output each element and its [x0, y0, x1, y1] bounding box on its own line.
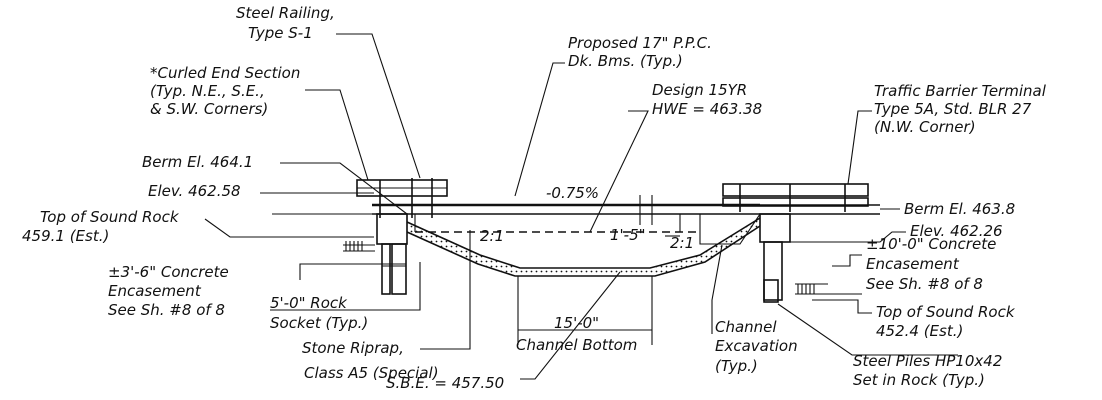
design-hwe-label-1: Design 15YR: [652, 81, 747, 99]
proposed-beams-label-2: Dk. Bms. (Typ.): [568, 52, 683, 70]
rock-socket-label-2: Socket (Typ.): [270, 314, 368, 332]
deck-slope-label: -0.75%: [546, 184, 599, 202]
channel-excavation-hatch: [699, 213, 762, 245]
slope-left-label: 2:1: [480, 227, 504, 245]
berm-right-label: Berm El. 463.8: [904, 200, 1015, 218]
design-hwe-label-2: HWE = 463.38: [652, 100, 762, 118]
leader-lines: [204, 33, 958, 380]
channel-section: [406, 214, 761, 277]
right-railing: [722, 183, 869, 212]
stone-riprap-label-1: Stone Riprap,: [302, 339, 404, 357]
elev-right-label: Elev. 462.26: [910, 222, 1003, 240]
steel-railing-label-1: Steel Railing,: [236, 4, 335, 22]
left-abutment-cap: [376, 213, 408, 245]
channel-excavation-label-3: (Typ.): [715, 357, 758, 375]
channel-bottom-label: Channel Bottom: [516, 336, 637, 354]
left-piles: [381, 243, 407, 295]
sound-rock-left-label-1: Top of Sound Rock: [40, 208, 180, 226]
channel-excavation-label-1: Channel: [715, 318, 777, 336]
sbe-label: S.B.E. = 457.50: [386, 374, 504, 392]
right-abutment-cap: [759, 213, 791, 243]
slope-right-label: 2:1: [670, 234, 694, 252]
stone-riprap-label-2: Class A5 (Special): [304, 364, 439, 382]
concrete-left-label-1: ±3'-6" Concrete: [108, 263, 229, 281]
proposed-beams-label-1: Proposed 17" P.P.C.: [568, 34, 712, 52]
concrete-left-label-2: Encasement: [108, 282, 202, 300]
rock-socket-label-1: 5'-0" Rock: [270, 294, 348, 312]
curled-end-label-1: *Curled End Section: [150, 64, 300, 82]
dim-depth-label: 1'-5": [610, 226, 646, 244]
channel-width-label: 15'-0": [554, 314, 599, 332]
steel-railing-label-2: Type S-1: [248, 24, 313, 42]
berm-left-label: Berm El. 464.1: [142, 153, 253, 171]
ground-lines: [343, 241, 828, 295]
annotation-labels: Steel Railing, Type S-1 Proposed 17" P.P…: [22, 4, 1047, 392]
bridge-deck: [372, 195, 880, 225]
concrete-left-label-3: See Sh. #8 of 8: [108, 301, 225, 319]
concrete-right-label-2: Encasement: [866, 255, 960, 273]
structure: [343, 178, 880, 303]
traffic-barrier-label-3: (N.W. Corner): [874, 118, 976, 136]
left-railing: [356, 178, 448, 218]
sound-rock-right-label-2: 452.4 (Est.): [876, 322, 963, 340]
concrete-right-label-1: ±10'-0" Concrete: [866, 235, 996, 253]
curled-end-label-3: & S.W. Corners): [150, 100, 268, 118]
concrete-right-label-3: See Sh. #8 of 8: [866, 275, 983, 293]
sound-rock-right-label-1: Top of Sound Rock: [876, 303, 1016, 321]
curled-end-label-2: (Typ. N.E., S.E.,: [150, 82, 265, 100]
elev-left-label: Elev. 462.58: [148, 182, 241, 200]
traffic-barrier-label-1: Traffic Barrier Terminal: [874, 82, 1047, 100]
traffic-barrier-label-2: Type 5A, Std. BLR 27: [874, 100, 1032, 118]
right-piles: [763, 241, 783, 303]
steel-piles-label-2: Set in Rock (Typ.): [853, 371, 985, 389]
channel-excavation-label-2: Excavation: [715, 337, 798, 355]
steel-piles-label-1: Steel Piles HP10x42: [853, 352, 1002, 370]
sound-rock-left-label-2: 459.1 (Est.): [22, 227, 109, 245]
